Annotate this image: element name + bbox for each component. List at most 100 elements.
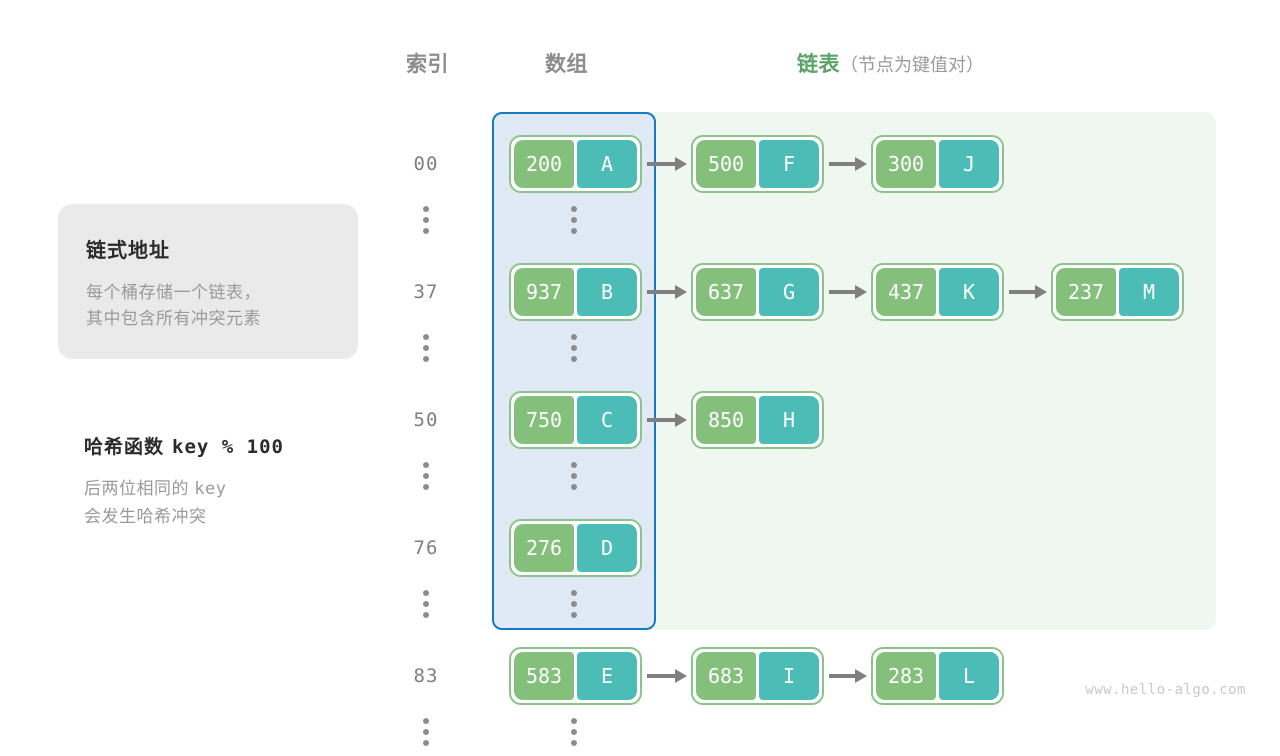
ellipsis-dot	[423, 601, 429, 607]
ellipsis-row	[0, 708, 1280, 756]
bucket-index-label: 37	[413, 281, 439, 303]
ellipsis-dot	[571, 345, 577, 351]
node-key: 237	[1056, 268, 1116, 316]
arrow-shaft	[1009, 290, 1035, 294]
ellipsis-dot	[423, 740, 429, 746]
hash-function-body: 后两位相同的 key 会发生哈希冲突	[84, 475, 404, 531]
ellipsis-dot	[571, 601, 577, 607]
chain-arrow-icon	[829, 669, 867, 683]
arrow-head	[675, 669, 687, 683]
ellipsis-dot	[423, 217, 429, 223]
arrow-head	[675, 157, 687, 171]
hash-note-line-1: 后两位相同的 key	[84, 475, 404, 503]
ellipsis-dot	[423, 473, 429, 479]
index-ellipsis-icon	[396, 206, 456, 234]
header-linked-list-note: （节点为键值对）	[840, 55, 984, 75]
node-value: L	[939, 652, 999, 700]
arrow-head	[675, 285, 687, 299]
bucket-index-label: 50	[413, 409, 439, 431]
header-linked-list: 链表（节点为键值对）	[797, 48, 984, 78]
index-ellipsis-icon	[396, 590, 456, 618]
bucket-index-label: 83	[413, 665, 439, 687]
arrow-shaft	[829, 290, 855, 294]
header-linked-list-label: 链表	[797, 53, 840, 76]
chain-arrow-icon	[1009, 285, 1047, 299]
node-value: G	[759, 268, 819, 316]
ellipsis-dot	[571, 484, 577, 490]
ellipsis-dot	[571, 729, 577, 735]
ellipsis-dot	[423, 356, 429, 362]
hash-note-line-1-prefix: 后两位相同的	[84, 479, 195, 498]
ellipsis-dot	[571, 740, 577, 746]
arrow-shaft	[647, 290, 675, 294]
arrow-head	[855, 285, 867, 299]
info-card-line-1: 每个桶存储一个链表，	[86, 283, 261, 302]
node-value: A	[577, 140, 637, 188]
index-ellipsis-icon	[396, 718, 456, 746]
ellipsis-dot	[571, 356, 577, 362]
ellipsis-row	[0, 196, 1280, 244]
ellipsis-dot	[423, 718, 429, 724]
info-card-line-2: 其中包含所有冲突元素	[86, 309, 261, 329]
node-key: 300	[876, 140, 936, 188]
column-headers: 索引 数组 链表（节点为键值对）	[0, 48, 1280, 88]
chain-arrow-icon	[647, 157, 687, 171]
ellipsis-row	[0, 452, 1280, 500]
ellipsis-row	[0, 580, 1280, 628]
node-value: C	[577, 396, 637, 444]
arrow-head	[1035, 285, 1047, 299]
ellipsis-dot	[571, 334, 577, 340]
info-card-body: 每个桶存储一个链表， 其中包含所有冲突元素	[86, 280, 358, 333]
chain-arrow-icon	[647, 669, 687, 683]
index-ellipsis-icon	[396, 334, 456, 362]
chain-arrow-icon	[829, 157, 867, 171]
array-ellipsis-icon	[544, 590, 604, 618]
chain-arrow-icon	[647, 413, 687, 427]
header-index: 索引	[406, 53, 449, 76]
ellipsis-dot	[571, 217, 577, 223]
arrow-shaft	[647, 674, 675, 678]
ellipsis-dot	[423, 334, 429, 340]
arrow-shaft	[647, 418, 675, 422]
header-array: 数组	[545, 53, 588, 76]
node-key: 283	[876, 652, 936, 700]
bucket-index-label: 76	[413, 537, 439, 559]
hash-note-line-1-key: key	[194, 479, 227, 499]
arrow-head	[675, 413, 687, 427]
ellipsis-dot	[423, 228, 429, 234]
node-key: 750	[514, 396, 574, 444]
node-key: 500	[696, 140, 756, 188]
ellipsis-row	[0, 324, 1280, 372]
node-key: 637	[696, 268, 756, 316]
node-value: B	[577, 268, 637, 316]
node-key: 200	[514, 140, 574, 188]
node-value: K	[939, 268, 999, 316]
ellipsis-dot	[423, 206, 429, 212]
index-ellipsis-icon	[396, 462, 456, 490]
arrow-head	[855, 669, 867, 683]
node-key: 683	[696, 652, 756, 700]
ellipsis-dot	[571, 228, 577, 234]
node-value: H	[759, 396, 819, 444]
arrow-shaft	[829, 674, 855, 678]
ellipsis-dot	[423, 590, 429, 596]
array-ellipsis-icon	[544, 206, 604, 234]
ellipsis-dot	[423, 345, 429, 351]
ellipsis-dot	[571, 718, 577, 724]
bucket-index-label: 00	[413, 153, 439, 175]
chain-arrow-icon	[829, 285, 867, 299]
